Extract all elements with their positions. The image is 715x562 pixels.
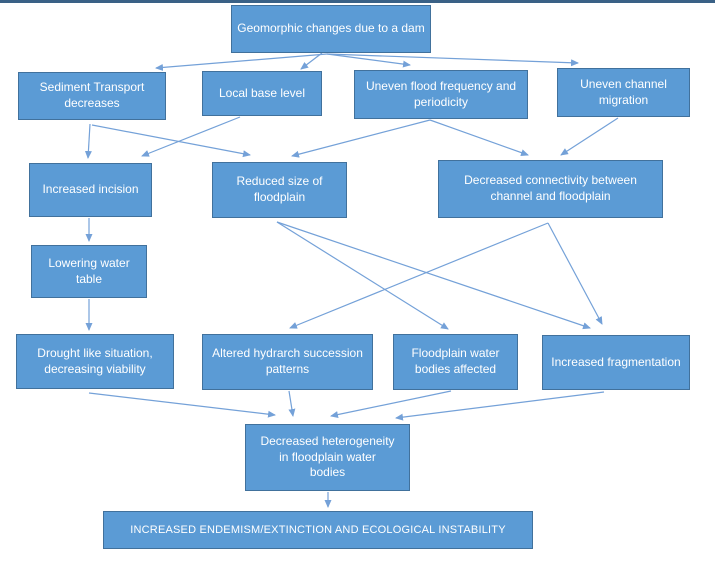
edge-localbase-incision (141, 116, 241, 157)
edge-sediment-reduced (91, 124, 251, 158)
node-decreased-connectivity: Decreased connectivity between channel a… (438, 160, 663, 218)
node-altered-hydrarch-succession: Altered hydrarch succession patterns (202, 334, 373, 390)
edge-fragment-hetero (395, 391, 605, 421)
node-uneven-flood-frequency: Uneven flood frequency and periodicity (354, 70, 528, 119)
edge-reduced-floodwb (276, 221, 449, 330)
bottom-divider-line (0, 0, 715, 3)
edge-floodwb-hetero (330, 390, 452, 418)
edge-channelmig-connectivity (560, 117, 619, 156)
edge-reduced-fragment (276, 221, 591, 330)
node-increased-endemism: INCREASED ENDEMISM/EXTINCTION AND ECOLOG… (103, 511, 533, 549)
edge-floodfreq-connectivity (429, 119, 529, 156)
edge-connectivity-altered (289, 222, 549, 329)
edge-root-localbase (300, 52, 323, 70)
edge-drought-hetero (88, 392, 276, 418)
node-lowering-water-table: Lowering water table (31, 245, 147, 298)
node-floodplain-water-bodies: Floodplain water bodies affected (393, 334, 518, 390)
edge-sediment-incision (84, 123, 92, 159)
node-local-base-level: Local base level (202, 71, 322, 116)
node-geomorphic-changes: Geomorphic changes due to a dam (231, 5, 431, 53)
node-uneven-channel-migration: Uneven channel migration (557, 68, 690, 117)
node-sediment-transport: Sediment Transport decreases (18, 72, 166, 120)
node-increased-fragmentation: Increased fragmentation (542, 335, 690, 390)
node-drought-like-situation: Drought like situation, decreasing viabi… (16, 334, 174, 389)
edge-connectivity-fragment (547, 222, 603, 325)
edge-floodfreq-reduced (291, 119, 431, 158)
edge-root-channelmig (326, 53, 579, 67)
edge-root-sediment (155, 53, 328, 71)
edge-altered-hetero (288, 390, 296, 417)
node-decreased-heterogeneity: Decreased heterogeneity in floodplain wa… (245, 424, 410, 491)
node-reduced-floodplain-size: Reduced size of floodplain (212, 162, 347, 218)
edge-root-floodfreq (326, 53, 411, 68)
node-increased-incision: Increased incision (29, 163, 152, 217)
